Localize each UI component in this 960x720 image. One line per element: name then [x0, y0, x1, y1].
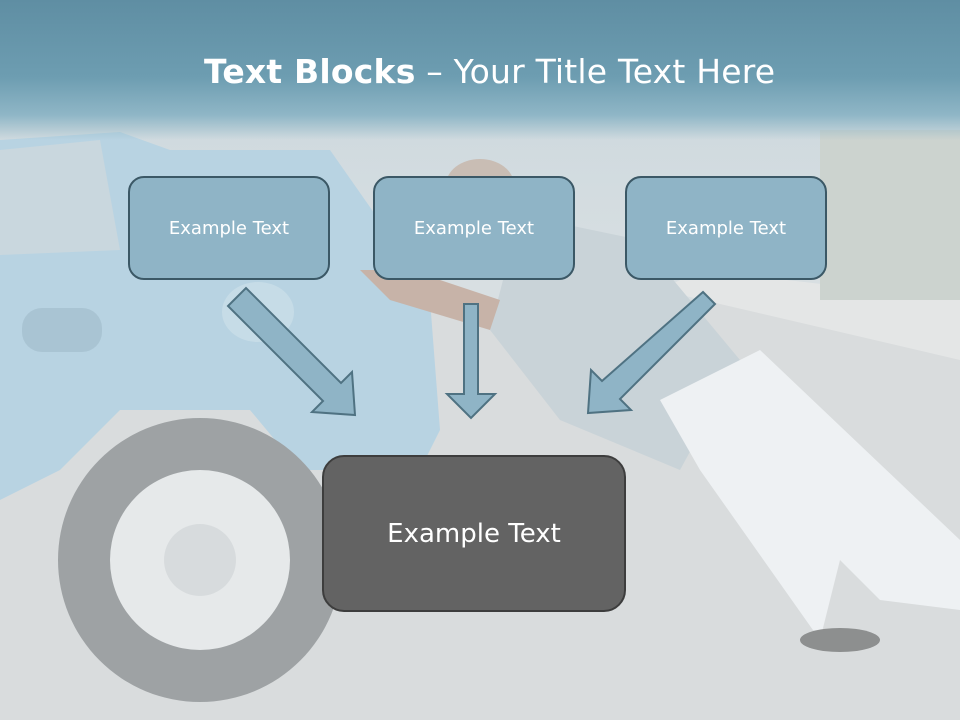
- text-block-2-label: Example Text: [413, 217, 535, 239]
- car-door-handle: [22, 308, 102, 352]
- title-rest: – Your Title Text Here: [415, 52, 776, 91]
- man-shoe: [800, 628, 880, 652]
- title-bar: [0, 0, 960, 140]
- hubcap-center: [164, 524, 236, 596]
- car-window: [0, 140, 120, 255]
- center-text-block-label: Example Text: [387, 518, 561, 549]
- text-block-2[interactable]: Example Text: [373, 176, 575, 280]
- title-bold: Text Blocks: [204, 52, 416, 91]
- arrow-right-icon: [586, 290, 717, 415]
- trees: [820, 130, 960, 300]
- text-block-3-label: Example Text: [665, 217, 787, 239]
- slide-title: Text Blocks – Your Title Text Here: [204, 52, 775, 91]
- text-block-1[interactable]: Example Text: [128, 176, 330, 280]
- text-block-3[interactable]: Example Text: [625, 176, 827, 280]
- arrow-down-icon: [444, 303, 498, 420]
- man-pants: [660, 350, 960, 640]
- center-text-block[interactable]: Example Text: [322, 455, 626, 612]
- arrow-left-icon: [226, 286, 357, 417]
- text-block-1-label: Example Text: [168, 217, 290, 239]
